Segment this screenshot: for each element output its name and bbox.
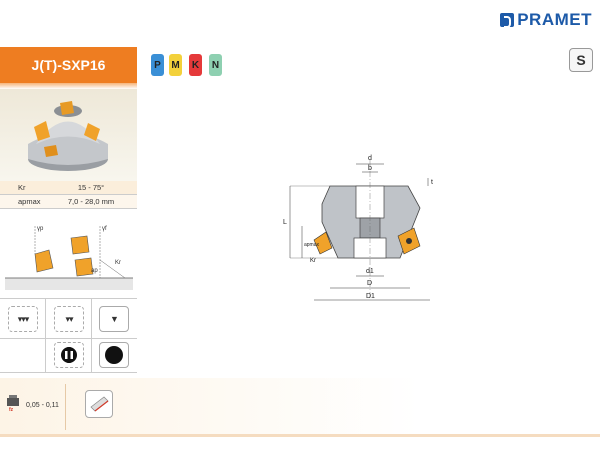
dim-b-label: b bbox=[368, 165, 372, 172]
strip-divider bbox=[65, 384, 66, 430]
param-ap-label: apmax bbox=[18, 197, 41, 206]
panel-divider bbox=[0, 298, 137, 299]
dim-kr-label: Kr bbox=[310, 258, 316, 264]
chipbreaker-medium-icon: ▾▾ bbox=[54, 306, 84, 332]
material-badge-k: K bbox=[189, 54, 202, 76]
param-row-ap: apmax 7,0 - 28,0 mm bbox=[0, 195, 137, 209]
parameter-table: Kr 15 - 75° apmax 7,0 - 28,0 mm bbox=[0, 181, 137, 209]
product-title: J(T)-SXP16 bbox=[0, 47, 137, 83]
param-ap-value: 7,0 - 28,0 mm bbox=[67, 197, 115, 206]
brand-name: PRAMET bbox=[517, 10, 592, 29]
dim-d-label: d bbox=[368, 155, 372, 162]
grade-code-box: S bbox=[569, 48, 593, 72]
pramet-logo: PRAMET bbox=[500, 10, 592, 30]
insert-shim-icon bbox=[85, 390, 113, 418]
material-badge-m: M bbox=[169, 54, 182, 76]
dim-ap-label: apmax bbox=[304, 242, 320, 248]
product-photo bbox=[0, 89, 137, 181]
panel-divider bbox=[91, 298, 92, 372]
chipbreaker-rough-icon: ▼ bbox=[99, 306, 129, 332]
feed-icon: fz bbox=[5, 394, 23, 417]
cutting-schema: γp γf Kr ap bbox=[5, 220, 135, 298]
svg-text:fz: fz bbox=[9, 407, 14, 412]
chipbreaker-fine-icon: ▾▾▾ bbox=[8, 306, 38, 332]
schema-gf-label: γf bbox=[102, 226, 107, 232]
pramet-logo-mark bbox=[500, 13, 515, 28]
schema-kr-label: Kr bbox=[115, 260, 121, 266]
param-kr-value: 15 - 75° bbox=[77, 183, 105, 192]
tool-technical-drawing: d b t L apmax Kr d1 D D1 bbox=[270, 150, 445, 305]
dim-bigd-label: D bbox=[367, 280, 372, 287]
param-kr-label: Kr bbox=[18, 183, 26, 192]
schema-gp-label: γp bbox=[37, 226, 44, 232]
title-fade bbox=[0, 83, 137, 89]
dim-t-label: t bbox=[431, 179, 433, 186]
panel-divider bbox=[45, 298, 46, 372]
dim-l-label: L bbox=[283, 219, 287, 226]
schema-ap-label: ap bbox=[91, 268, 98, 274]
material-badge-p: P bbox=[151, 54, 164, 76]
dim-d1-label: d1 bbox=[366, 268, 374, 275]
param-row-kr: Kr 15 - 75° bbox=[0, 181, 137, 195]
panel-divider bbox=[0, 372, 137, 373]
cross-section-icon bbox=[54, 342, 84, 368]
strip-border bbox=[0, 434, 600, 437]
dim-d1-outer-label: D1 bbox=[366, 293, 375, 300]
panel-divider bbox=[0, 338, 137, 339]
solid-circle-icon bbox=[99, 342, 129, 368]
feed-value: 0,05 - 0,11 bbox=[26, 402, 59, 409]
material-badge-n: N bbox=[209, 54, 222, 76]
